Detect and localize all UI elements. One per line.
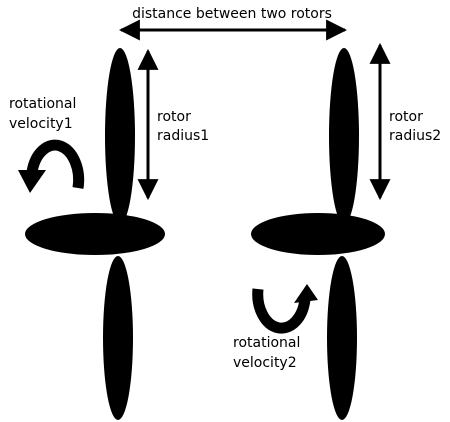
velocity1-label-line2: velocity1: [9, 116, 73, 132]
velocity2-label-line2: velocity2: [233, 355, 297, 371]
curved-arrow-icon: [18, 139, 85, 193]
velocity2-label-line1: rotational: [233, 335, 300, 351]
velocity1-label-line1: rotational: [9, 96, 76, 112]
radius2-label-line1: rotor: [389, 109, 423, 125]
curved-arrow-icon: [252, 284, 318, 334]
propeller-icon: [251, 48, 385, 420]
distance-label: distance between two rotors: [132, 6, 332, 22]
radius2-label-line2: radius2: [389, 128, 441, 144]
radius1-label-line1: rotor: [157, 109, 191, 125]
radius1-label-line2: radius1: [157, 128, 209, 144]
propeller-icon: [25, 48, 165, 420]
